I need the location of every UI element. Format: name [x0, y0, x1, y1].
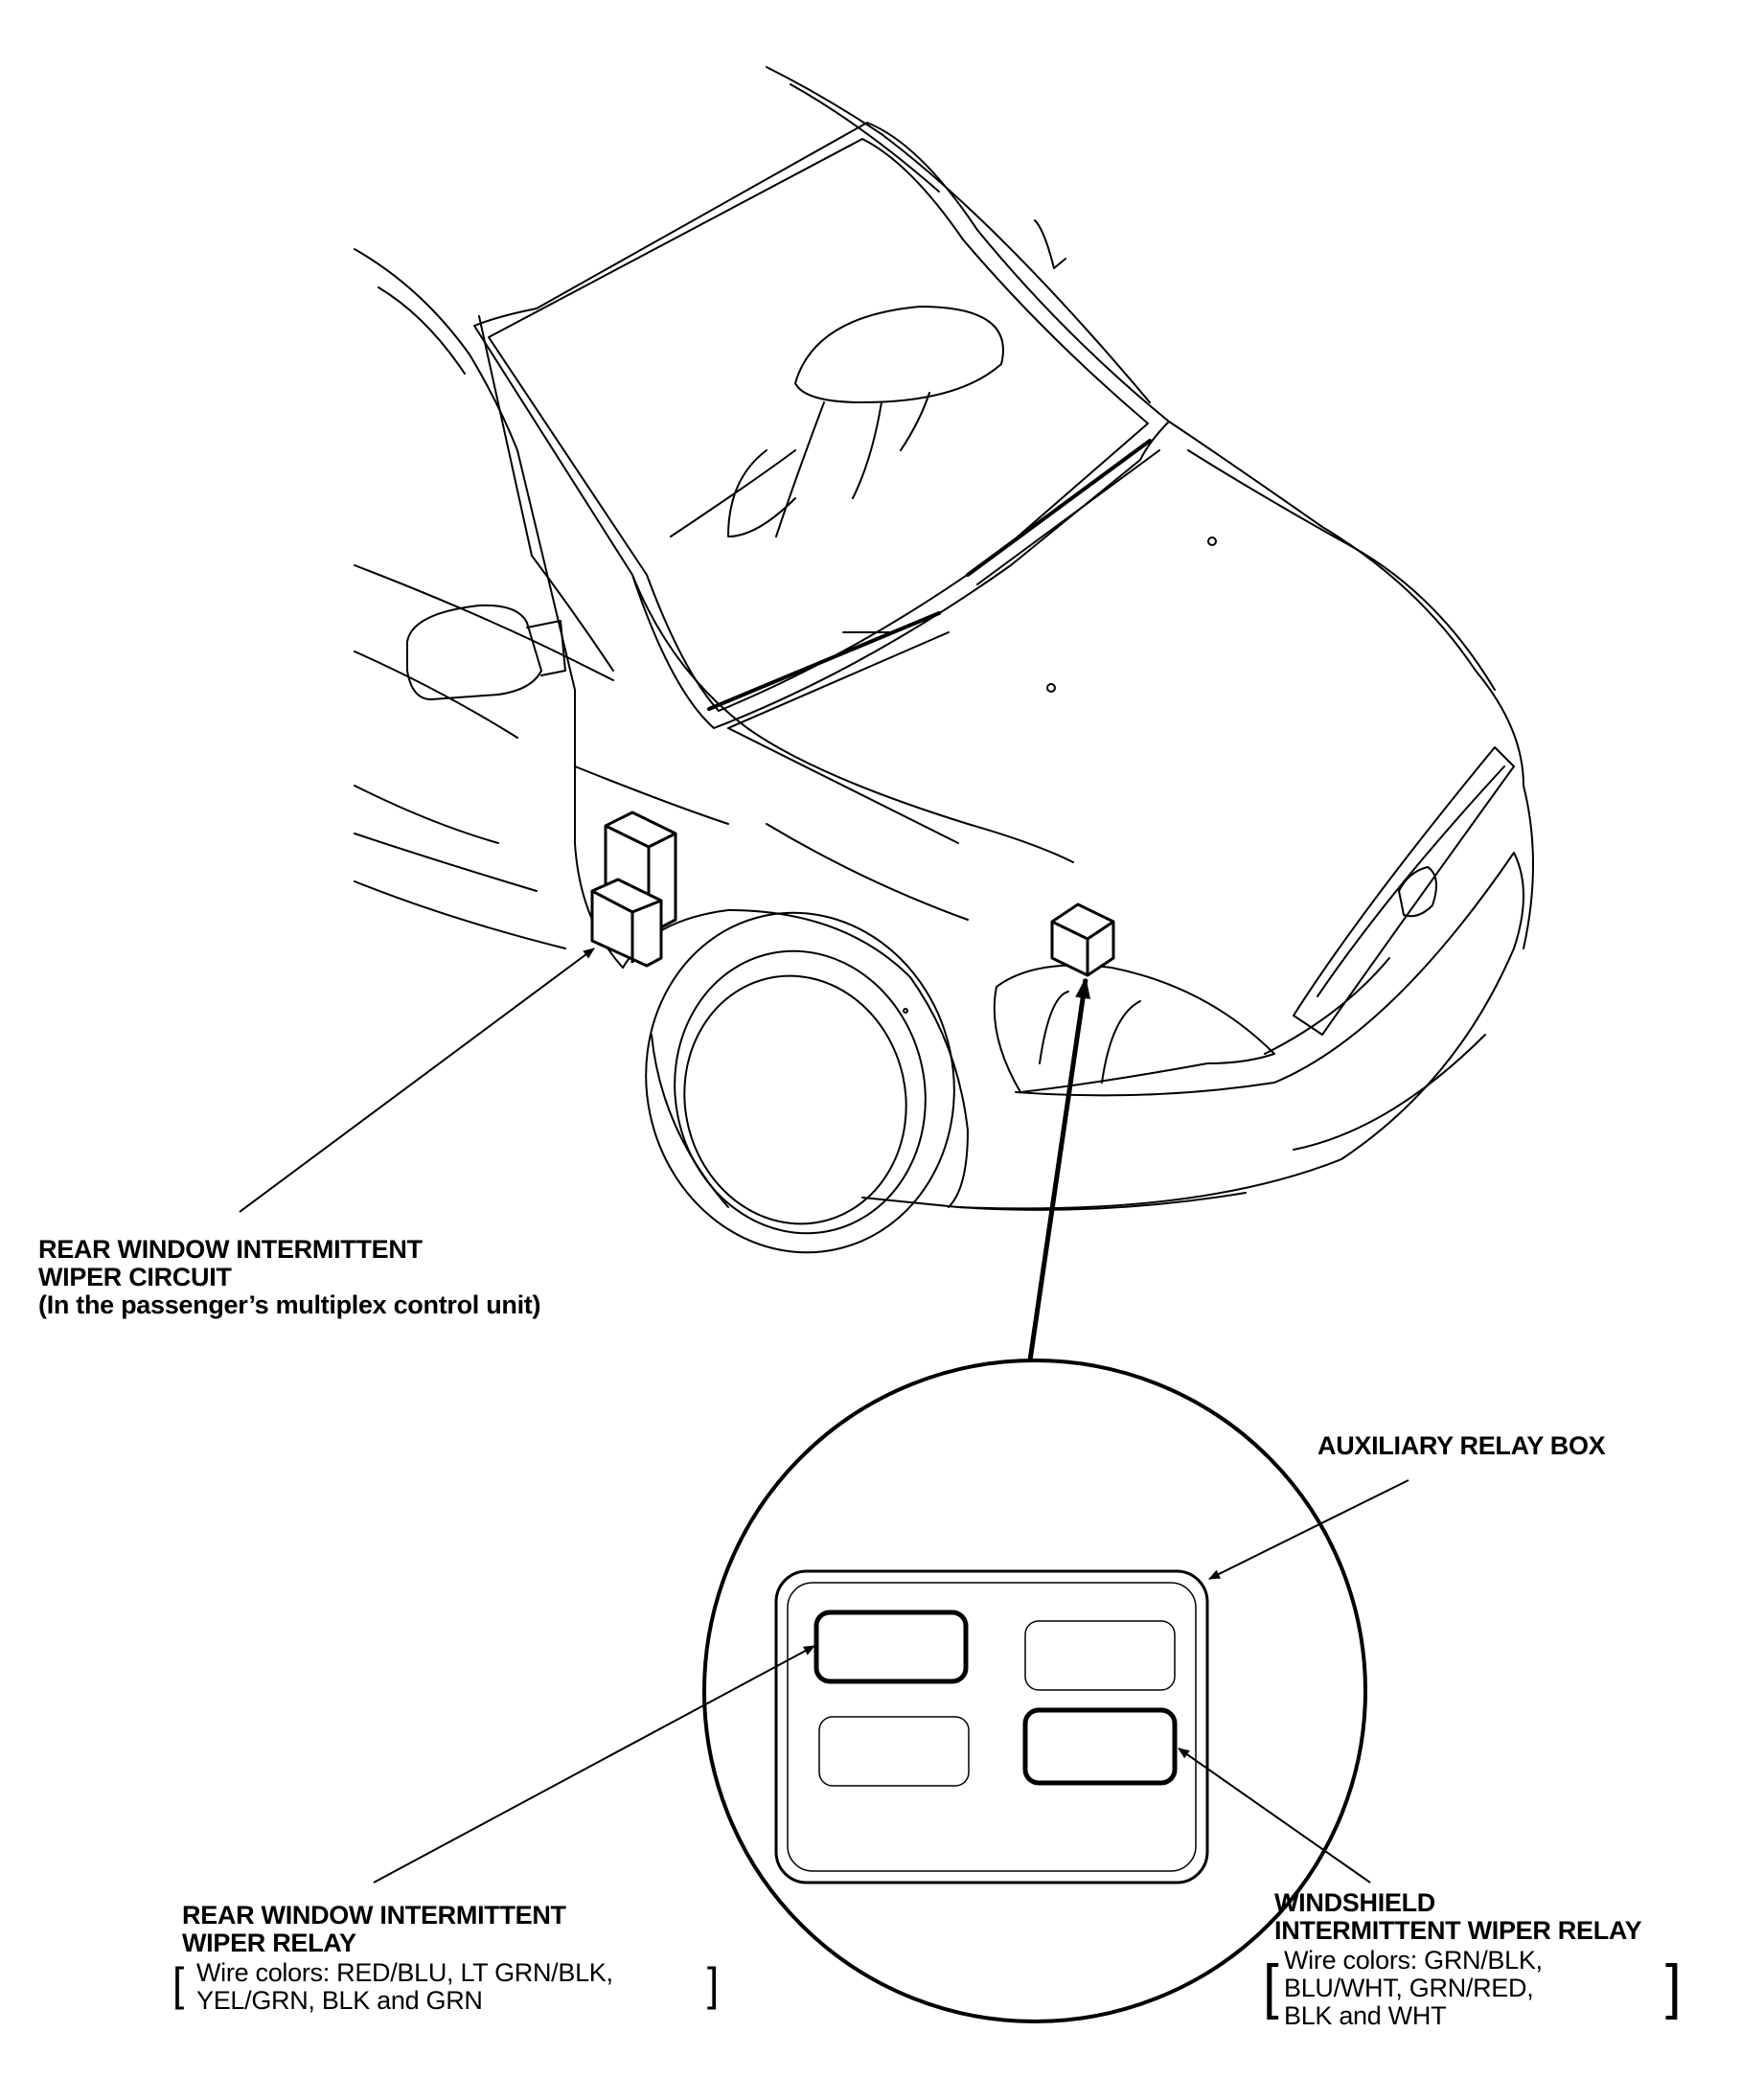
- multiplex-control-unit: [590, 811, 677, 968]
- relay-box-detail: [774, 1569, 1209, 1884]
- windshield-relay-title-2: INTERMITTENT WIPER RELAY: [1274, 1916, 1642, 1945]
- rear-relay-title-1: REAR WINDOW INTERMITTENT: [182, 1901, 566, 1930]
- leader-lines: [239, 948, 1409, 1884]
- rear-circuit-label: REAR WINDOW INTERMITTENT WIPER CIRCUIT (…: [38, 1236, 540, 1319]
- rear-relay-bracket-left: [: [172, 1958, 185, 2011]
- windshield-relay-bracket-left: [: [1263, 1952, 1279, 2021]
- windshield-relay-wires: Wire colors: GRN/BLK, BLU/WHT, GRN/RED, …: [1284, 1946, 1543, 2030]
- windshield-relay-label: WINDSHIELD INTERMITTENT WIPER RELAY: [1274, 1888, 1642, 1945]
- rear-circuit-leader: [239, 948, 595, 1213]
- auxiliary-relay-box-location: [1050, 902, 1115, 977]
- windshield-wiper-relay-slot: [1022, 1707, 1178, 1786]
- rear-wiper-relay-slot: [813, 1610, 969, 1684]
- auxiliary-relay-box-label: AUXILIARY RELAY BOX: [1317, 1431, 1606, 1460]
- rear-circuit-note: (In the passenger’s multiplex control un…: [38, 1290, 541, 1319]
- rear-relay-bracket-right: ]: [707, 1958, 720, 2011]
- windshield-relay-bracket-right: ]: [1665, 1952, 1682, 2021]
- windshield-relay-leader: [1178, 1747, 1371, 1884]
- rear-relay-leader: [373, 1645, 815, 1884]
- rear-circuit-title-2: WIPER CIRCUIT: [38, 1263, 232, 1291]
- windshield-relay-title-1: WINDSHIELD: [1274, 1888, 1435, 1917]
- car-body: [354, 66, 1534, 1254]
- rear-relay-title-2: WIPER RELAY: [182, 1929, 356, 1957]
- aux-box-leader: [1027, 977, 1091, 1361]
- aux-relay-box-leader: [1208, 1479, 1409, 1580]
- rear-circuit-title-1: REAR WINDOW INTERMITTENT: [38, 1235, 423, 1264]
- rear-relay-label: REAR WINDOW INTERMITTENT WIPER RELAY: [182, 1902, 566, 1957]
- rear-relay-wires: Wire colors: RED/BLU, LT GRN/BLK, YEL/GR…: [196, 1958, 613, 2015]
- detail-circle: [702, 1359, 1367, 2023]
